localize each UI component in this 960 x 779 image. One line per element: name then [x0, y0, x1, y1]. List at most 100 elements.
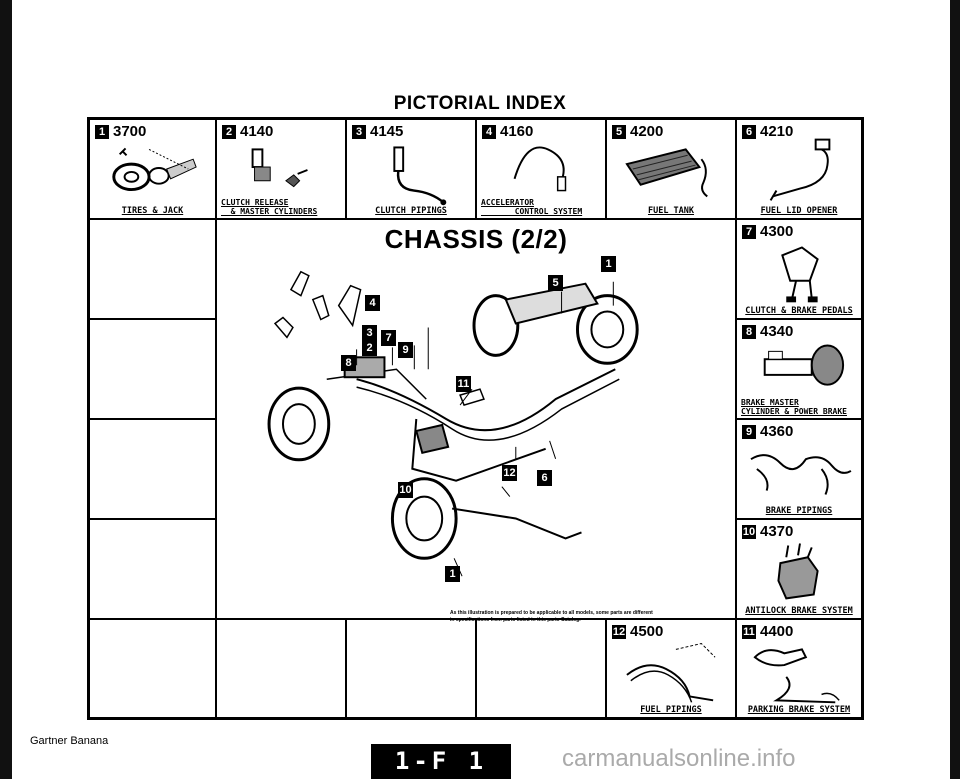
cell-header: 7 4300 [742, 223, 793, 240]
empty-cell [89, 419, 216, 519]
cell-header: 8 4340 [742, 323, 793, 340]
fuel-tank-illustration [625, 148, 708, 198]
part-code: 3700 [113, 123, 147, 140]
index-number-badge: 12 [612, 625, 626, 640]
index-cell-tires-jack[interactable]: 1 3700 TIRES & JACK [89, 119, 216, 219]
empty-cell [89, 519, 216, 619]
index-number-badge: 11 [742, 625, 756, 640]
part-code: 4300 [760, 223, 794, 240]
accelerator-cable-illustration [513, 146, 567, 192]
index-cell-clutch-pipings[interactable]: 3 4145 CLUTCH PIPINGS [346, 119, 476, 219]
cell-caption: CLUTCH RELEASE & MASTER CYLINDERS [221, 198, 318, 216]
diagram-callout: 8 [341, 355, 356, 371]
part-code: 4200 [630, 123, 664, 140]
cell-header: 5 4200 [612, 123, 663, 140]
chassis-title: CHASSIS (2/2) [384, 224, 568, 254]
diagram-callout: 1 [445, 566, 460, 582]
index-cell-accelerator[interactable]: 4 4160 ACCELERATOR CONTROL SYSTEM [476, 119, 606, 219]
part-code: 4160 [500, 123, 534, 140]
empty-cell [89, 219, 216, 319]
applicability-note: As this illustration is prepared to be a… [450, 610, 653, 623]
index-cell-fuel-pipings[interactable]: 12 4500 FUEL PIPINGS [606, 619, 736, 718]
cell-caption: TIRES & JACK [121, 206, 184, 216]
brake-master-illustration [763, 344, 845, 386]
diagram-callout: 12 [502, 465, 517, 481]
index-number-badge: 5 [612, 125, 626, 140]
cell-caption: CLUTCH PIPINGS [375, 206, 447, 216]
index-number-badge: 6 [742, 125, 756, 140]
part-code: 4400 [760, 623, 794, 640]
diagram-callout: 11 [456, 376, 471, 392]
fuel-lid-opener-illustration [769, 138, 831, 201]
index-number-badge: 3 [352, 125, 366, 140]
part-code: 4140 [240, 123, 274, 140]
empty-cell [346, 619, 476, 718]
page-number-label: 1-F 1 [371, 744, 511, 779]
cell-header: 12 4500 [612, 623, 663, 640]
cell-caption: FUEL TANK [647, 206, 695, 216]
diagram-callout: 10 [398, 482, 413, 498]
cell-header: 11 4400 [742, 623, 793, 640]
part-code: 4360 [760, 423, 794, 440]
empty-cell [89, 319, 216, 419]
part-code: 4210 [760, 123, 794, 140]
index-number-badge: 7 [742, 225, 756, 240]
index-number-badge: 9 [742, 425, 756, 440]
empty-cell [89, 619, 216, 718]
index-number-badge: 2 [222, 125, 236, 140]
cell-caption: ACCELERATOR CONTROL SYSTEM [481, 198, 583, 216]
brake-pipings-illustration [750, 454, 852, 495]
watermark: carmanualsonline.info [562, 745, 796, 772]
scan-edge-right [950, 0, 960, 779]
footer-brand: Gartner Banana [30, 735, 109, 747]
part-code: 4370 [760, 523, 794, 540]
diagram-callout: 2 [362, 340, 377, 356]
chassis-exploded-illustration [267, 270, 639, 577]
index-cell-brake-pipings[interactable]: 9 4360 BRAKE PIPINGS [736, 419, 862, 519]
index-cell-pedals[interactable]: 7 4300 CLUTCH & BRAKE PEDALS [736, 219, 862, 319]
index-number-badge: 8 [742, 325, 756, 340]
page-title: PICTORIAL INDEX [393, 93, 567, 114]
fuel-pipings-illustration [626, 642, 716, 703]
cell-caption: FUEL PIPINGS [640, 705, 702, 715]
cell-caption: CLUTCH & BRAKE PEDALS [745, 306, 853, 316]
abs-unit-illustration [777, 543, 819, 600]
index-cell-fuel-tank[interactable]: 5 4200 FUEL TANK [606, 119, 736, 219]
cell-header: 3 4145 [352, 123, 403, 140]
index-cell-fuel-lid[interactable]: 6 4210 FUEL LID OPENER [736, 119, 862, 219]
pedals-illustration [781, 246, 819, 303]
index-number-badge: 4 [482, 125, 496, 140]
index-number-badge: 1 [95, 125, 109, 140]
clutch-cylinder-illustration [251, 148, 308, 188]
scan-edge-left [0, 0, 12, 779]
cell-caption: FUEL LID OPENER [760, 206, 838, 216]
cell-header: 4 4160 [482, 123, 533, 140]
index-cell-clutch-release[interactable]: 2 4140 CLUTCH RELEASE & MASTER CYLINDERS [216, 119, 346, 219]
cell-caption: ANTILOCK BRAKE SYSTEM [745, 606, 853, 616]
diagram-callout: 6 [537, 470, 552, 486]
part-code: 4500 [630, 623, 664, 640]
cell-header: 1 3700 [95, 123, 146, 140]
cell-header: 6 4210 [742, 123, 793, 140]
part-code: 4340 [760, 323, 794, 340]
chassis-diagram-panel: CHASSIS (2/2) [216, 219, 736, 619]
empty-cell [476, 619, 606, 718]
diagram-callout: 5 [548, 275, 563, 291]
diagram-callout: 7 [381, 330, 396, 346]
index-grid: 1 3700 TIRES & JACK 2 4140 CLUTCH RELEASE … [87, 117, 864, 720]
diagram-callout: 1 [601, 256, 616, 272]
cell-header: 9 4360 [742, 423, 793, 440]
parking-brake-illustration [753, 648, 840, 704]
clutch-pipings-illustration [393, 146, 447, 206]
index-cell-brake-master[interactable]: 8 4340 BRAKE MASTER CYLINDER & POWER BRAK… [736, 319, 862, 419]
diagram-callout: 3 [362, 325, 377, 341]
empty-cell [216, 619, 346, 718]
cell-caption: BRAKE PIPINGS [765, 506, 833, 516]
cell-caption: BRAKE MASTER CYLINDER & POWER BRAKE [741, 398, 847, 416]
part-code: 4145 [370, 123, 404, 140]
diagram-callout: 9 [398, 342, 413, 358]
